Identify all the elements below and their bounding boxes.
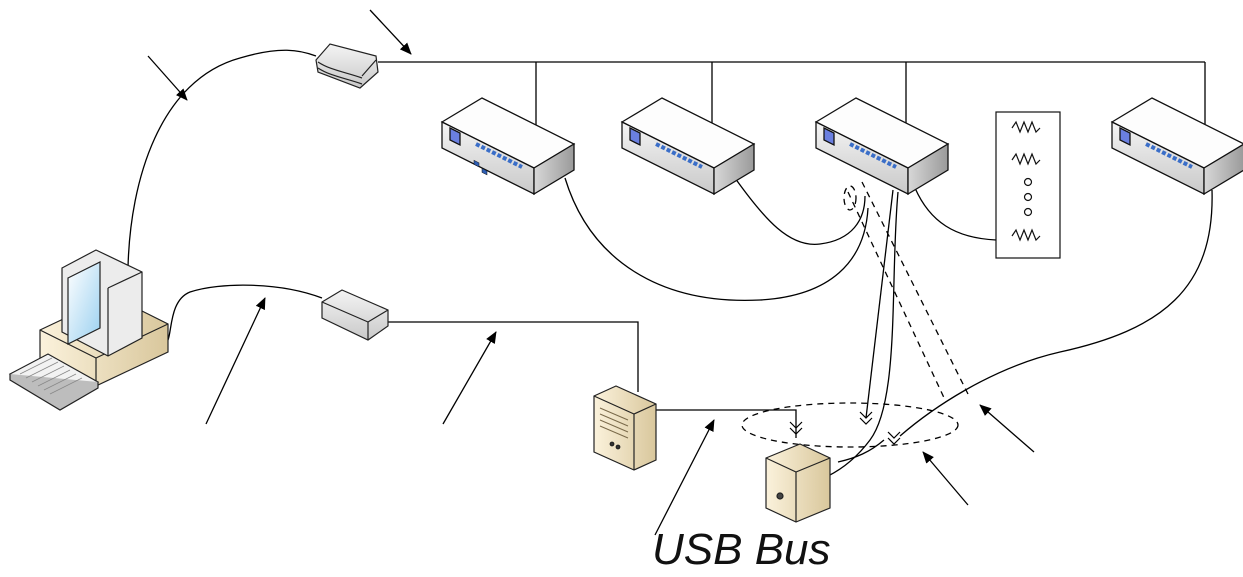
arrow-dashed-cable bbox=[979, 404, 1035, 453]
rack-instrument-icon bbox=[620, 97, 756, 196]
controller-bus-cable bbox=[837, 439, 885, 463]
usb-bus-label: USB Bus bbox=[652, 525, 831, 574]
adapter-box-icon bbox=[321, 289, 389, 341]
rack-instrument-icon bbox=[440, 97, 576, 196]
instrument-1-cable bbox=[564, 177, 869, 302]
pc-to-adapter-cable bbox=[167, 284, 323, 341]
dashed-cable-ring bbox=[843, 185, 857, 211]
dashed-cable-1 bbox=[847, 191, 947, 403]
instrument-4-cable bbox=[899, 189, 1213, 437]
rack-instrument-icon bbox=[1110, 97, 1243, 196]
callout-arrows bbox=[147, 9, 1035, 536]
connector-2 bbox=[859, 411, 873, 425]
connector-1 bbox=[789, 421, 803, 435]
connector-3 bbox=[887, 431, 901, 445]
server-to-bus-cable bbox=[654, 409, 797, 438]
bus-wires bbox=[127, 49, 1213, 477]
arrow-top-bus bbox=[369, 9, 412, 55]
arrow-pc-adapter-cable bbox=[205, 297, 266, 425]
desktop-computer-icon bbox=[8, 249, 169, 411]
arrow-adapter-cable bbox=[442, 331, 497, 425]
network-hub-icon bbox=[315, 43, 379, 89]
load-panel-cable bbox=[914, 187, 997, 241]
instrument-3-cable-a bbox=[865, 189, 894, 419]
resistor-panel-icon bbox=[995, 111, 1061, 259]
usb-bus-ellipse bbox=[741, 402, 959, 448]
server-tower-icon bbox=[593, 385, 657, 471]
dashed-cable-2 bbox=[861, 181, 971, 399]
instrument-2-cable bbox=[734, 177, 866, 245]
adapter-to-server-cable bbox=[386, 321, 639, 392]
instrument-3-cable-b bbox=[827, 191, 899, 477]
small-server-icon bbox=[765, 443, 831, 523]
pc-to-hub-cable bbox=[127, 49, 317, 269]
arrow-usb-bus bbox=[654, 419, 715, 536]
bus-connectors bbox=[789, 411, 901, 445]
arrow-bus-connector bbox=[922, 451, 969, 506]
arrow-pc-hub-cable bbox=[147, 55, 188, 101]
rack-instrument-icon bbox=[814, 97, 950, 196]
